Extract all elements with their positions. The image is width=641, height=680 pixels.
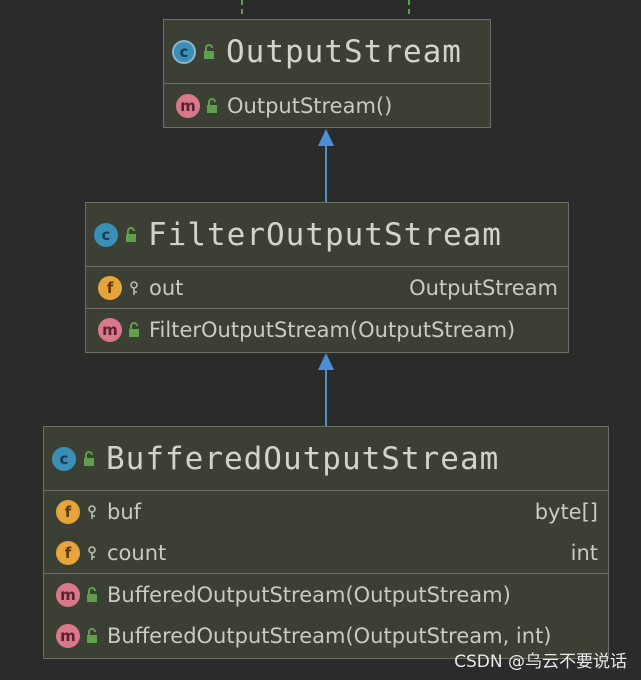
class-icon: c bbox=[52, 446, 76, 471]
protected-key-icon bbox=[88, 545, 96, 560]
method-icon: m bbox=[98, 317, 122, 342]
field-name: buf bbox=[107, 499, 142, 524]
class-node-filteroutputstream[interactable]: c FilterOutputStream f out OutputStream … bbox=[85, 202, 569, 353]
class-header: c FilterOutputStream bbox=[86, 203, 568, 267]
edge-filter-to-output-arrow bbox=[318, 129, 334, 146]
method-name: OutputStream() bbox=[227, 94, 393, 118]
class-header: c BufferedOutputStream bbox=[44, 427, 608, 491]
field-row[interactable]: f count int bbox=[44, 532, 608, 573]
method-name: FilterOutputStream(OutputStream) bbox=[149, 317, 516, 342]
class-name: BufferedOutputStream bbox=[106, 440, 500, 477]
public-lock-icon bbox=[84, 450, 94, 466]
fields-section: f out OutputStream bbox=[86, 267, 568, 309]
method-row[interactable]: m FilterOutputStream(OutputStream) bbox=[86, 309, 568, 350]
field-type: int bbox=[570, 540, 598, 565]
methods-section: m FilterOutputStream(OutputStream) bbox=[86, 309, 568, 350]
class-header: c OutputStream bbox=[164, 20, 490, 84]
method-icon: m bbox=[56, 582, 80, 607]
class-icon: c bbox=[94, 222, 118, 247]
class-node-outputstream[interactable]: c OutputStream m OutputStream() bbox=[163, 19, 491, 128]
method-name: BufferedOutputStream(OutputStream, int) bbox=[107, 623, 552, 648]
edge-buffered-to-filter-arrow bbox=[318, 353, 334, 370]
public-lock-icon bbox=[87, 586, 97, 602]
method-icon: m bbox=[176, 94, 200, 118]
method-row[interactable]: m BufferedOutputStream(OutputStream, int… bbox=[44, 615, 608, 656]
method-icon: m bbox=[56, 623, 80, 648]
method-name: BufferedOutputStream(OutputStream) bbox=[107, 582, 511, 607]
public-lock-icon bbox=[204, 43, 214, 59]
field-name: out bbox=[149, 275, 184, 300]
field-row[interactable]: f out OutputStream bbox=[86, 267, 568, 308]
field-icon: f bbox=[98, 275, 122, 300]
field-icon: f bbox=[56, 540, 80, 565]
method-row[interactable]: m BufferedOutputStream(OutputStream) bbox=[44, 574, 608, 615]
field-name: count bbox=[107, 540, 167, 565]
public-lock-icon bbox=[207, 98, 217, 113]
public-lock-icon bbox=[126, 226, 136, 242]
protected-key-icon bbox=[130, 280, 138, 295]
method-row[interactable]: m OutputStream() bbox=[164, 84, 490, 128]
class-name: FilterOutputStream bbox=[148, 216, 502, 253]
watermark: CSDN @乌云不要说话 bbox=[454, 652, 627, 672]
abstract-class-icon: c bbox=[172, 39, 196, 64]
field-row[interactable]: f buf byte[] bbox=[44, 491, 608, 532]
methods-section: m OutputStream() bbox=[164, 84, 490, 128]
field-icon: f bbox=[56, 499, 80, 524]
class-node-bufferedoutputstream[interactable]: c BufferedOutputStream f buf byte[] f co… bbox=[43, 426, 609, 659]
protected-key-icon bbox=[88, 504, 96, 519]
field-type: OutputStream bbox=[409, 275, 558, 300]
class-name: OutputStream bbox=[226, 33, 462, 70]
public-lock-icon bbox=[87, 627, 97, 643]
fields-section: f buf byte[] f count int bbox=[44, 491, 608, 574]
field-type: byte[] bbox=[534, 499, 598, 524]
public-lock-icon bbox=[129, 321, 139, 337]
methods-section: m BufferedOutputStream(OutputStream) m B… bbox=[44, 574, 608, 656]
